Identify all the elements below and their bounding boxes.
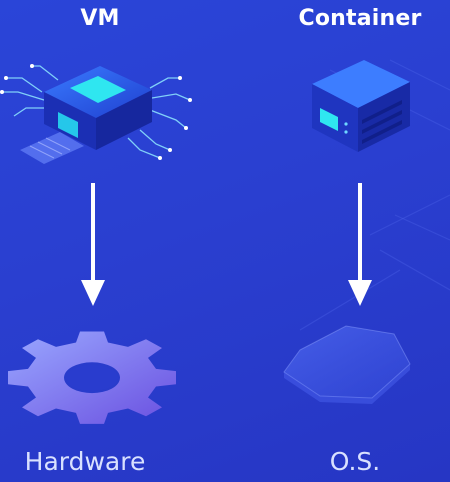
vm-title: VM xyxy=(80,6,120,31)
server-box-icon xyxy=(312,60,410,152)
hexagon-icon xyxy=(283,325,411,404)
container-title: Container xyxy=(298,6,422,31)
hardware-label: Hardware xyxy=(24,447,146,476)
container-arrow xyxy=(348,183,372,306)
vm-arrow xyxy=(81,183,105,306)
os-label: O.S. xyxy=(329,447,381,476)
gear-icon xyxy=(8,331,176,424)
server-chip-icon xyxy=(0,64,192,164)
